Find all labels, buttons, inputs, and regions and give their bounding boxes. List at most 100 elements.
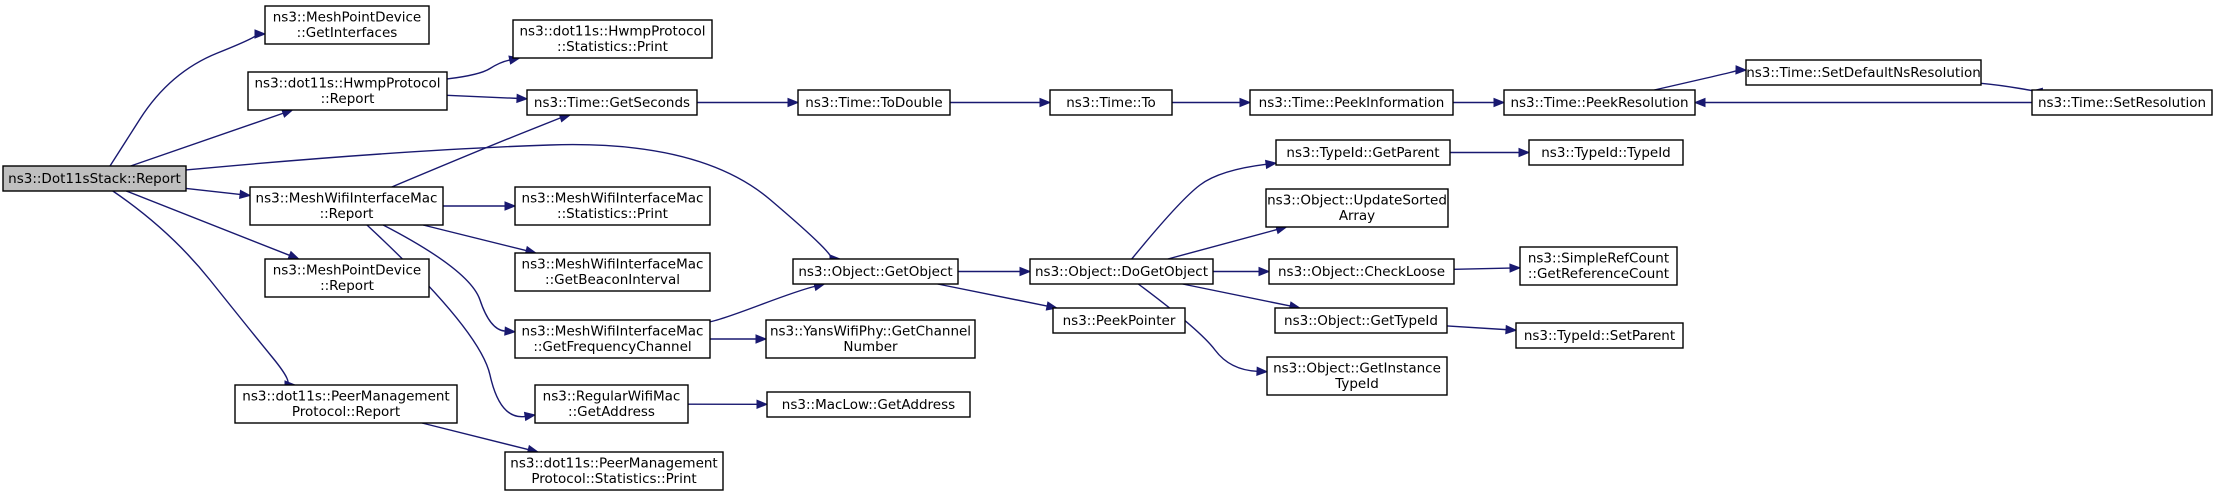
- node-box: [1249, 89, 1454, 116]
- node-ns3-time-setdefaultnsresolution[interactable]: ns3::Time::SetDefaultNsResolution: [1745, 59, 1982, 86]
- node-label: ns3::MeshWifiInterfaceMac: [522, 324, 704, 340]
- node-label: ns3::TypeId::SetParent: [1524, 328, 1675, 344]
- node-ns3-object-checkloose[interactable]: ns3::Object::CheckLoose: [1268, 258, 1455, 285]
- node-box: [766, 391, 971, 418]
- arrowhead: [504, 326, 517, 336]
- call-edges: [109, 29, 2044, 455]
- edge-n5-to-n6: [950, 97, 1052, 108]
- node-box: [514, 319, 711, 359]
- edge-n27-to-n28: [687, 399, 769, 410]
- node-label: ::GetBeaconInterval: [545, 272, 680, 288]
- node-ns3-typeid-getparent[interactable]: ns3::TypeId::GetParent: [1275, 139, 1451, 166]
- edge-n18-to-n19: [1446, 324, 1518, 335]
- edge-n12-to-n13: [1131, 159, 1278, 260]
- node-box: [247, 71, 448, 111]
- node-label: ns3::TypeId::GetParent: [1286, 145, 1439, 161]
- node-ns3-peekpointer[interactable]: ns3::PeekPointer: [1052, 307, 1186, 334]
- edge-n2-to-n4: [446, 93, 529, 104]
- node-label: ::GetReferenceCount: [1528, 266, 1669, 282]
- node-ns3-simplerefcount-getreferencecount[interactable]: ns3::SimpleRefCount::GetReferenceCount: [1519, 246, 1678, 286]
- node-label: ns3::dot11s::HwmpProtocol: [519, 24, 705, 40]
- node-ns3-typeid-setparent[interactable]: ns3::TypeId::SetParent: [1515, 322, 1684, 349]
- node-ns3-meshwifiinterfacemac-report[interactable]: ns3::MeshWifiInterfaceMac::Report: [249, 186, 444, 226]
- edge-n16-to-n17: [1453, 263, 1522, 273]
- node-label: ::GetFrequencyChannel: [533, 339, 691, 355]
- edge-n11-to-n21: [937, 283, 1059, 311]
- arrowhead: [1265, 159, 1278, 170]
- arrowhead: [287, 250, 301, 260]
- edge-line: [1446, 325, 1507, 331]
- node-ns3-meshpointdevice-getinterfaces[interactable]: ns3::MeshPointDevice::GetInterfaces: [264, 5, 430, 45]
- node-ns3-meshwifiinterfacemac-getfrequencychannel[interactable]: ns3::MeshWifiInterfaceMac::GetFrequencyC…: [514, 319, 711, 359]
- node-ns3-time-to[interactable]: ns3::Time::To: [1049, 89, 1173, 116]
- node-box: [264, 258, 430, 298]
- node-box: [514, 252, 711, 292]
- node-ns3-regularwifimac-getaddress[interactable]: ns3::RegularWifiMac::GetAddress: [534, 384, 689, 424]
- node-ns3-time-peekinformation[interactable]: ns3::Time::PeekInformation: [1249, 89, 1454, 116]
- node-ns3-object-getobject[interactable]: ns3::Object::GetObject: [792, 258, 959, 285]
- node-label: ns3::Object::DoGetObject: [1035, 264, 1208, 280]
- node-box: [1029, 258, 1214, 285]
- node-ns3-meshwifiinterfacemac-getbeaconinterval[interactable]: ns3::MeshWifiInterfaceMac::GetBeaconInte…: [514, 252, 711, 292]
- node-box: [264, 5, 430, 45]
- arrowhead: [254, 29, 267, 39]
- arrowhead: [1256, 366, 1269, 376]
- arrowhead: [504, 201, 517, 211]
- edge-n22-to-n4: [391, 113, 572, 188]
- edge-line: [109, 33, 258, 167]
- edge-n10-to-n8: [1693, 97, 2032, 108]
- node-label: ns3::MeshWifiInterfaceMac: [522, 257, 704, 273]
- node-label: ns3::Object::GetObject: [798, 264, 952, 280]
- node-ns3-time-setresolution[interactable]: ns3::Time::SetResolution: [2031, 89, 2213, 116]
- arrowhead: [1039, 97, 1052, 108]
- node-ns3-dot11s-hwmpprotocol-report[interactable]: ns3::dot11s::HwmpProtocol::Report: [247, 71, 448, 111]
- arrowhead: [523, 411, 537, 422]
- edge-n0-to-n1: [109, 29, 267, 167]
- arrowhead: [1509, 263, 1522, 273]
- node-ns3-object-dogetobject[interactable]: ns3::Object::DoGetObject: [1029, 258, 1214, 285]
- node-label: ns3::YansWifiPhy::GetChannel: [770, 324, 971, 340]
- edge-n11-to-n12: [958, 266, 1032, 277]
- node-label: ns3::TypeId::TypeId: [1541, 145, 1671, 161]
- node-box: [797, 89, 951, 116]
- edge-line: [446, 94, 518, 100]
- function-nodes: ns3::Dot11sStack::Reportns3::MeshPointDe…: [2, 5, 2213, 491]
- node-ns3-object-gettypeid[interactable]: ns3::Object::GetTypeId: [1274, 307, 1448, 334]
- node-label: ns3::Object::UpdateSorted: [1267, 193, 1447, 209]
- node-ns3-dot11s-peermanagementprotocol-statistics-print[interactable]: ns3::dot11s::PeerManagementProtocol::Sta…: [504, 451, 724, 491]
- node-label: ns3::PeekPointer: [1063, 313, 1176, 329]
- node-ns3-typeid-typeid[interactable]: ns3::TypeId::TypeId: [1528, 139, 1684, 166]
- edge-n0-to-n22: [185, 187, 252, 200]
- node-label: ns3::MeshWifiInterfaceMac: [522, 191, 704, 207]
- node-ns3-meshwifiinterfacemac-statistics-print[interactable]: ns3::MeshWifiInterfaceMac::Statistics::P…: [514, 186, 711, 226]
- node-ns3-dot11s-peermanagementprotocol-report[interactable]: ns3::dot11s::PeerManagementProtocol::Rep…: [234, 384, 458, 424]
- node-box: [1274, 307, 1448, 334]
- edge-line: [391, 117, 561, 188]
- node-box: [765, 319, 976, 359]
- node-ns3-dot11s-hwmpprotocol-statistics-print[interactable]: ns3::dot11s::HwmpProtocol::Statistics::P…: [512, 19, 713, 59]
- edge-line: [185, 187, 241, 196]
- node-label: ns3::SimpleRefCount: [1528, 251, 1669, 267]
- node-label: ::GetInterfaces: [297, 25, 398, 41]
- arrowhead: [1518, 147, 1531, 158]
- edge-line: [185, 143, 832, 260]
- arrowhead: [1493, 97, 1506, 108]
- node-ns3-time-todouble[interactable]: ns3::Time::ToDouble: [797, 89, 951, 116]
- node-ns3-maclow-getaddress[interactable]: ns3::MacLow::GetAddress: [766, 391, 971, 418]
- edge-line: [112, 190, 289, 386]
- edge-line: [1131, 163, 1267, 260]
- edge-line: [130, 112, 284, 167]
- edge-line: [422, 224, 527, 252]
- node-ns3-time-peekresolution[interactable]: ns3::Time::PeekResolution: [1503, 89, 1696, 116]
- node-ns3-time-getseconds[interactable]: ns3::Time::GetSeconds: [526, 89, 698, 116]
- node-ns3-meshpointdevice-report[interactable]: ns3::MeshPointDevice::Report: [264, 258, 430, 298]
- arrowhead: [1258, 266, 1271, 277]
- node-label: ns3::dot11s::PeerManagement: [242, 389, 449, 405]
- node-label: ns3::Time::PeekInformation: [1259, 95, 1445, 111]
- arrowhead: [1019, 266, 1032, 277]
- node-ns3-dot11sstack-report[interactable]: ns3::Dot11sStack::Report: [2, 165, 187, 192]
